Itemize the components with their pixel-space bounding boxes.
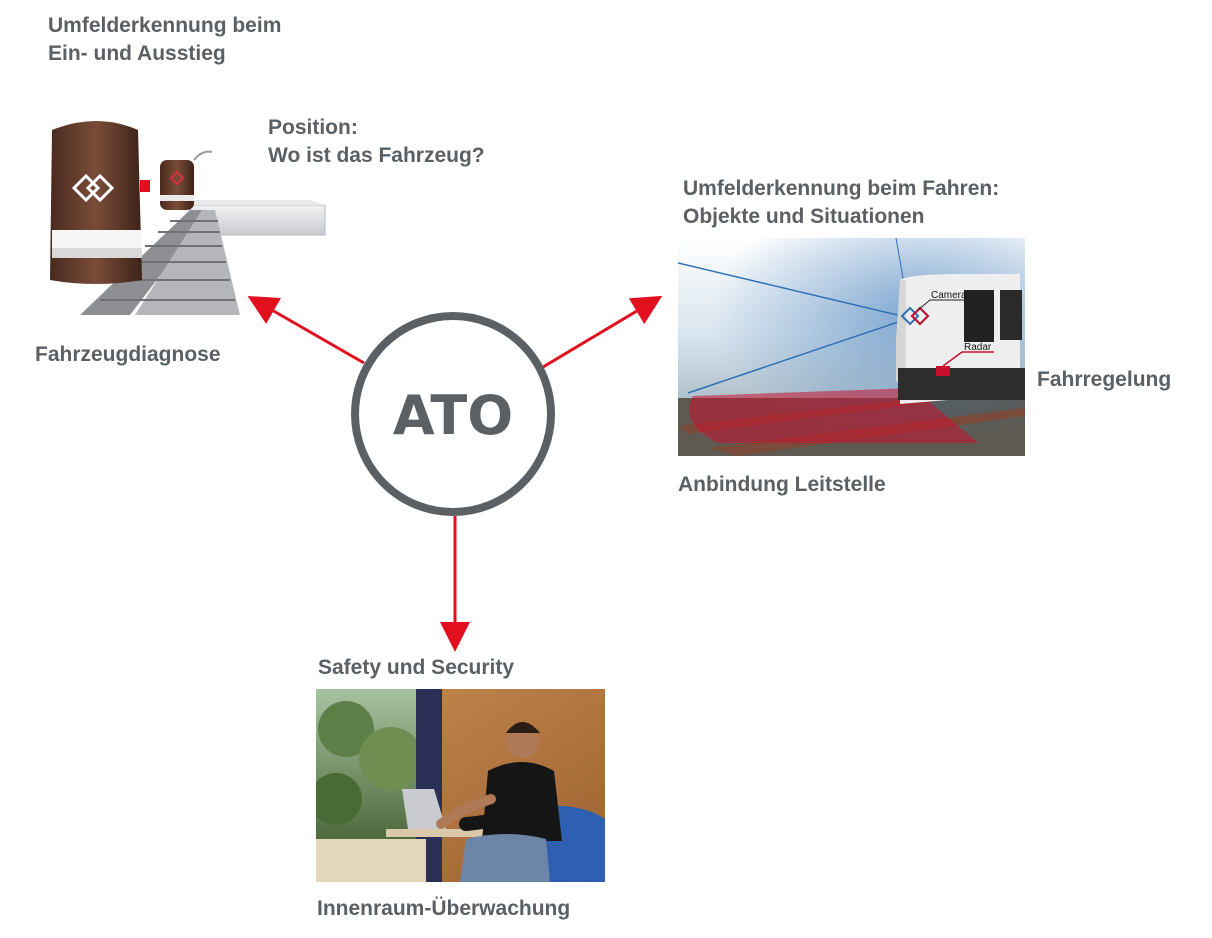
radar-annotation: Radar <box>964 342 992 353</box>
ato-label: ATO <box>393 384 513 447</box>
label-fahrregelung: Fahrregelung <box>1037 368 1172 391</box>
ato-circle <box>351 312 555 516</box>
photo-interior-passenger <box>316 689 605 882</box>
sensor-logo-icon <box>71 173 115 203</box>
photo-monorail-station <box>40 100 330 320</box>
label-safety-security: Safety und Security <box>318 656 515 679</box>
label-anbindung-leitstelle: Anbindung Leitstelle <box>678 473 886 496</box>
arrow-to-fahrzeug <box>247 296 365 365</box>
label-position: Position: Wo ist das Fahrzeug? <box>268 116 485 167</box>
monorail-icon <box>50 121 326 315</box>
label-umfelderkennung-ein-ausstieg: Umfelderkennung beim Ein- und Ausstieg <box>48 14 282 65</box>
arrow-to-umfeld-fahren <box>542 295 663 369</box>
camera-annotation: Camera <box>931 290 967 301</box>
label-fahrzeugdiagnose: Fahrzeugdiagnose <box>35 343 221 366</box>
label-innenraum-ueberwachung: Innenraum-Überwachung <box>317 897 571 920</box>
photo-train-sensors: Camera Radar <box>678 238 1025 456</box>
train-front-icon: Camera Radar <box>678 238 1025 456</box>
label-umfelderkennung-fahren: Umfelderkennung beim Fahren: Objekte und… <box>683 177 1000 228</box>
